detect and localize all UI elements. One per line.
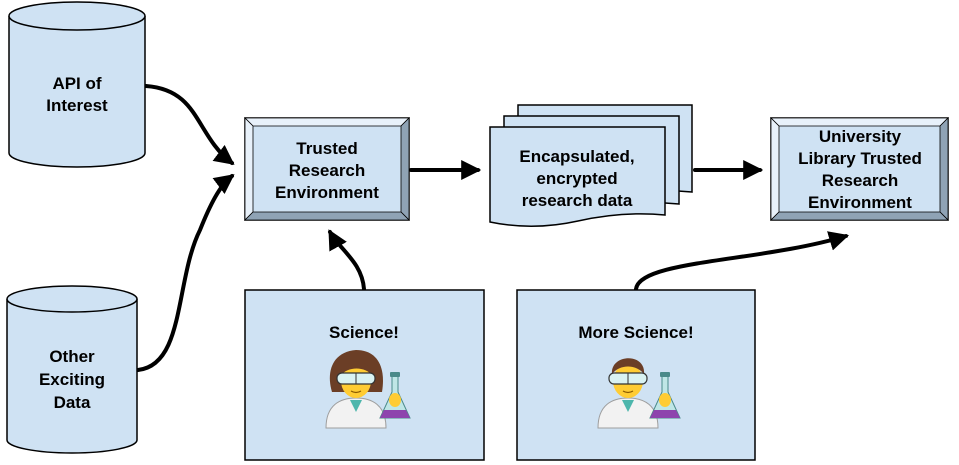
university-library-tre-box: University Library Trusted Research Envi… [770, 117, 949, 221]
trusted-research-environment-box: Trusted Research Environment [244, 117, 410, 221]
other-label-line-1: Other [49, 347, 95, 366]
woman-scientist-icon [325, 350, 411, 429]
tre-label-line-2: Research [289, 161, 366, 180]
university-label-line-1: University [819, 127, 902, 146]
other-label-line-2: Exciting [39, 370, 105, 389]
other-exciting-data-cylinder: Other Exciting Data [6, 285, 138, 454]
science-box: Science! [244, 289, 485, 461]
science-label: Science! [329, 323, 399, 342]
tre-label-line-3: Environment [275, 183, 379, 202]
other-label-line-3: Data [54, 393, 91, 412]
encapsulated-label-line-1: Encapsulated, [519, 147, 634, 166]
api-of-interest-cylinder: API of Interest [8, 1, 146, 168]
university-label-line-3: Research [822, 171, 899, 190]
university-label-line-2: Library Trusted [798, 149, 922, 168]
api-label-line-2: Interest [46, 96, 108, 115]
connector-science-to-tre [328, 229, 366, 291]
connector-api-to-tre [144, 84, 235, 165]
api-label-line-1: API of [52, 74, 101, 93]
more-science-box: More Science! [516, 289, 756, 461]
more-science-label: More Science! [578, 323, 693, 342]
encapsulated-label-line-3: research data [522, 191, 633, 210]
encapsulated-label-line-2: encrypted [536, 169, 617, 188]
tre-label-line-1: Trusted [296, 139, 357, 158]
connector-more-science-to-university [634, 231, 850, 291]
connector-other-to-tre [136, 174, 235, 372]
university-label-line-4: Environment [808, 193, 912, 212]
encapsulated-data-documents: Encapsulated, encrypted research data [489, 104, 693, 227]
man-scientist-icon [597, 358, 681, 429]
